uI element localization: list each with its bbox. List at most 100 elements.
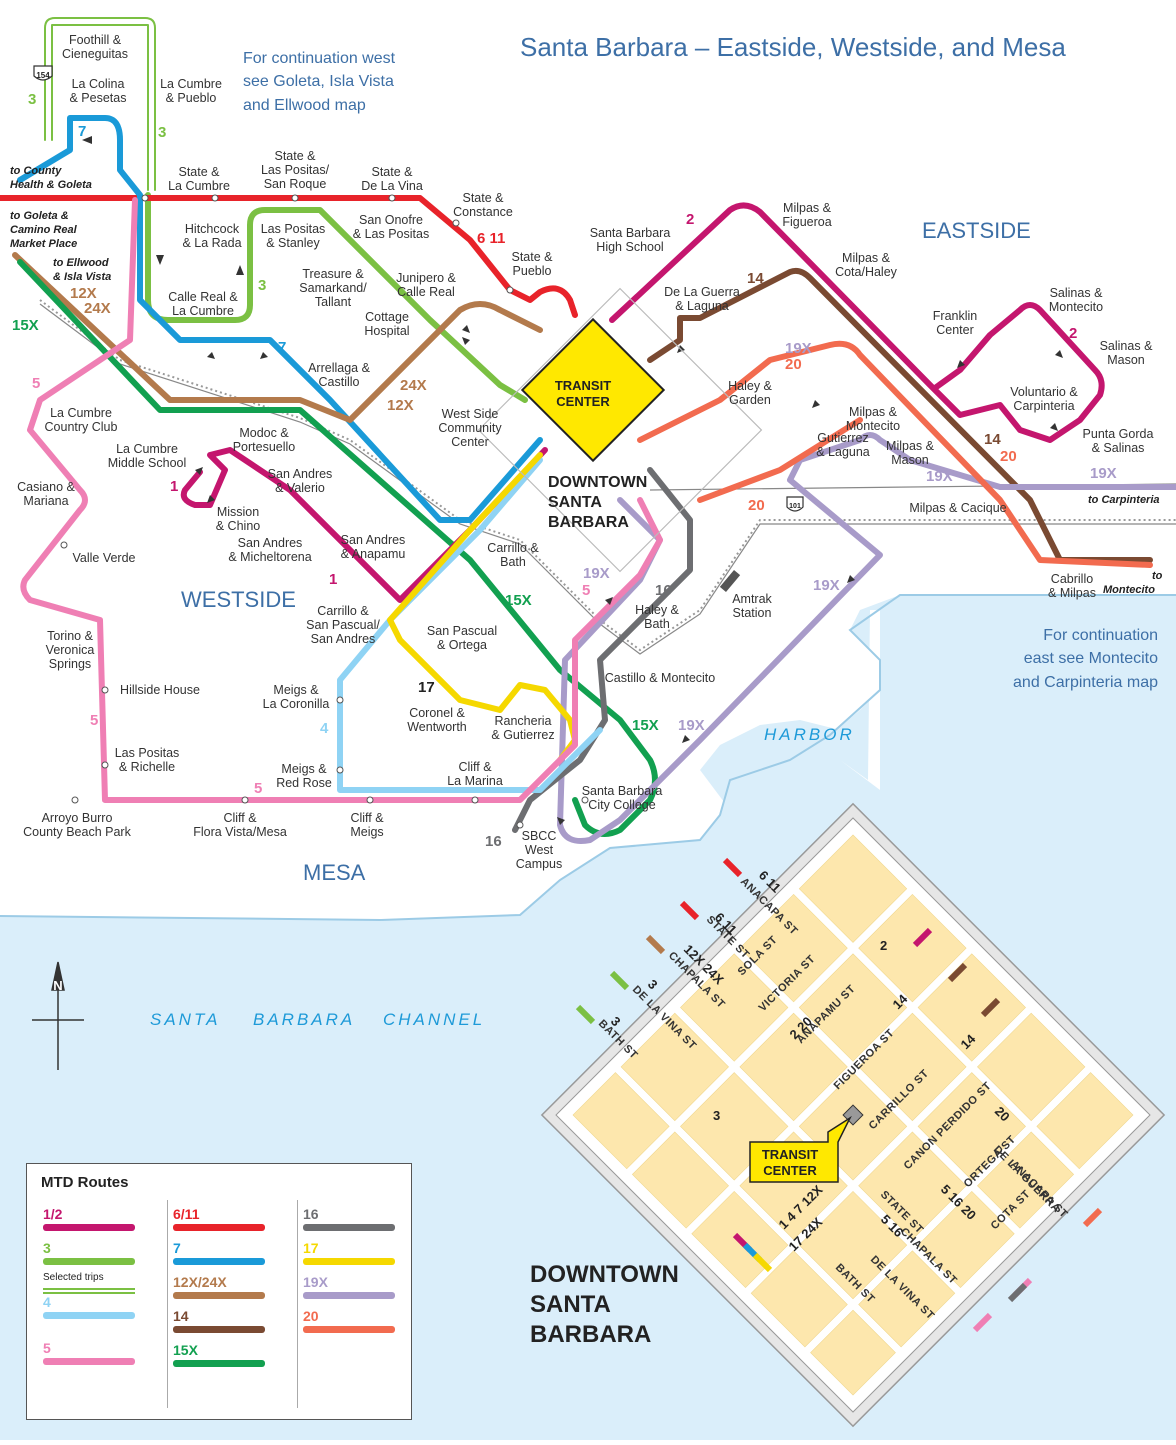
stop-state-de-la-vina-2: De La Vina <box>361 179 423 193</box>
route-3-selected-line-inner <box>51 24 149 191</box>
dest-montecito-2: Montecito <box>1103 584 1155 596</box>
dest-county-health-2: Health & Goleta <box>10 179 92 191</box>
water-channel-1: SANTA <box>150 1010 220 1029</box>
stop-haley-garden-2: Garden <box>729 393 771 407</box>
water-harbor: HARBOR <box>764 725 855 744</box>
route-15x-line <box>17 259 658 837</box>
stop-meigs-red-rose-1: Meigs & <box>281 762 327 776</box>
stop-haley-bath-2: Bath <box>644 617 670 631</box>
route-label-r15xc: 15X <box>632 717 659 734</box>
route-label-r19xf: 19X <box>678 717 705 734</box>
stop-san-andres-anapamu-1: San Andres <box>341 533 406 547</box>
route-label-r15xb: 15X <box>505 592 532 609</box>
route-label-r3c: 3 <box>258 277 266 294</box>
stop-state-las-positas-2: Las Positas/ <box>261 163 330 177</box>
route-14-line <box>647 267 1153 563</box>
stop-las-positas-stanley-2: & Stanley <box>266 236 320 250</box>
stop-rancheria-1: Rancheria <box>495 714 552 728</box>
stop-state-las-positas-1: State & <box>275 149 317 163</box>
legend-item-17: 17 <box>303 1240 403 1276</box>
stop-coronel-1: Coronel & <box>409 706 465 720</box>
route-label-r2b: 2 <box>1069 325 1077 342</box>
stop-state-las-positas-3: San Roque <box>264 177 327 191</box>
inset-route-tags <box>575 857 1103 1333</box>
stop-meigs-coronilla-1: Meigs & <box>273 683 319 697</box>
stop-meigs-red-rose-2: Red Rose <box>276 776 332 790</box>
stop-calle-real-la-cumbre-1: Calle Real & <box>168 290 238 304</box>
downtown-street-9: FIGUEROA ST <box>832 1027 897 1092</box>
legend-item-label: 4 <box>43 1294 51 1310</box>
legend-item-label: 16 <box>303 1206 319 1222</box>
legend-item-swatch <box>43 1312 135 1319</box>
continuation-west-3: and Ellwood map <box>243 97 366 114</box>
legend-item-label: 20 <box>303 1308 319 1324</box>
stop-la-colina-2: & Pesetas <box>70 91 127 105</box>
stop-sbcc-2: City College <box>588 798 655 812</box>
stop-milpas-figueroa-2: Figueroa <box>782 215 831 229</box>
route-label-r20c: 20 <box>748 497 765 514</box>
legend-item-19x: 19X <box>303 1274 403 1310</box>
route-17-line <box>387 452 578 763</box>
stop-punta-gorda-2: & Salinas <box>1092 441 1145 455</box>
stop-de-la-guerra-laguna-1: De La Guerra <box>664 285 740 299</box>
stop-sbcc-1: Santa Barbara <box>582 784 663 798</box>
stop-voluntario-1: Voluntario & <box>1010 385 1078 399</box>
legend-divider-2 <box>297 1200 298 1408</box>
stop-sbcc-west-1: SBCC <box>522 829 557 843</box>
downtown-route-tag-7: 14 <box>890 991 911 1012</box>
stop-las-positas-stanley-1: Las Positas <box>261 222 326 236</box>
legend-item-swatch <box>173 1292 265 1299</box>
stop-milpas-cacique-1: Milpas & Cacique <box>909 501 1006 515</box>
stop-carrillo-bath-2: Bath <box>500 555 526 569</box>
downtown-route-tag-10: 3 <box>713 1108 720 1123</box>
route-label-r19xd: 19X <box>583 565 610 582</box>
downtown-street-14: COTA ST <box>989 1188 1033 1232</box>
stop-la-cumbre-cc-1: La Cumbre <box>50 406 112 420</box>
stop-milpas-montecito-2: Montecito <box>846 419 900 433</box>
stop-la-cumbre-ms-1: La Cumbre <box>116 442 178 456</box>
stop-milpas-figueroa-1: Milpas & <box>783 201 832 215</box>
downtown-route-tag-6: 2 <box>880 938 887 953</box>
route-label-r15xa: 15X <box>12 317 39 334</box>
legend-item-label: 5 <box>43 1340 51 1356</box>
stop-state-la-cumbre-1: State & <box>179 165 221 179</box>
stop-cabrillo-milpas-2: & Milpas <box>1048 586 1096 600</box>
stop-dots <box>60 194 589 829</box>
area-westside: WESTSIDE <box>181 587 296 612</box>
route-label-r17: 17 <box>418 679 435 696</box>
legend-item-12x-24x: 12X/24X <box>173 1274 273 1310</box>
downtown-blocks <box>572 834 1134 1396</box>
stop-milpas-cota-2: Cota/Haley <box>835 265 898 279</box>
legend-item-label: 7 <box>173 1240 181 1256</box>
stop-junipero-2: Calle Real <box>397 285 455 299</box>
legend-item-swatch <box>173 1224 265 1231</box>
legend-item-6-11: 6/11 <box>173 1206 273 1242</box>
stop-san-pascual-ortega-1: San Pascual <box>427 624 497 638</box>
legend-item-20: 20 <box>303 1308 403 1344</box>
stop-la-cumbre-cc-2: Country Club <box>45 420 118 434</box>
inset-transit-callout <box>749 1115 852 1183</box>
stop-san-onofre-2: & Las Positas <box>353 227 429 241</box>
downtown-street-19: BATH ST <box>833 1262 877 1306</box>
stop-torino-2: Veronica <box>46 643 95 657</box>
stop-calle-real-la-cumbre-2: La Cumbre <box>172 304 234 318</box>
stop-mission-chino-1: Mission <box>217 505 259 519</box>
legend-title: MTD Routes <box>41 1174 129 1191</box>
stop-de-la-guerra-laguna-2: & Laguna <box>675 299 729 313</box>
stop-casiano-1: Casiano & <box>17 480 75 494</box>
route-label-r14b: 14 <box>984 431 1001 448</box>
legend-item-swatch <box>173 1258 265 1265</box>
stop-amtrak-2: Station <box>733 606 772 620</box>
inset-title-1: DOWNTOWN <box>530 1261 679 1288</box>
stop-arroyo-burro-2: County Beach Park <box>23 825 131 839</box>
water-channel-2: BARBARA <box>253 1010 355 1029</box>
stop-modoc-1: Modoc & <box>239 426 289 440</box>
stop-salinas-mason-2: Mason <box>1107 353 1145 367</box>
downtown-route-tag-4: 3 <box>645 977 661 993</box>
route-4-line <box>337 457 603 793</box>
stop-cliff-flora-2: Flora Vista/Mesa <box>193 825 287 839</box>
route-label-r7a: 7 <box>78 123 86 140</box>
legend-item-swatch <box>43 1358 135 1365</box>
stop-san-andres-michel-1: San Andres <box>238 536 303 550</box>
